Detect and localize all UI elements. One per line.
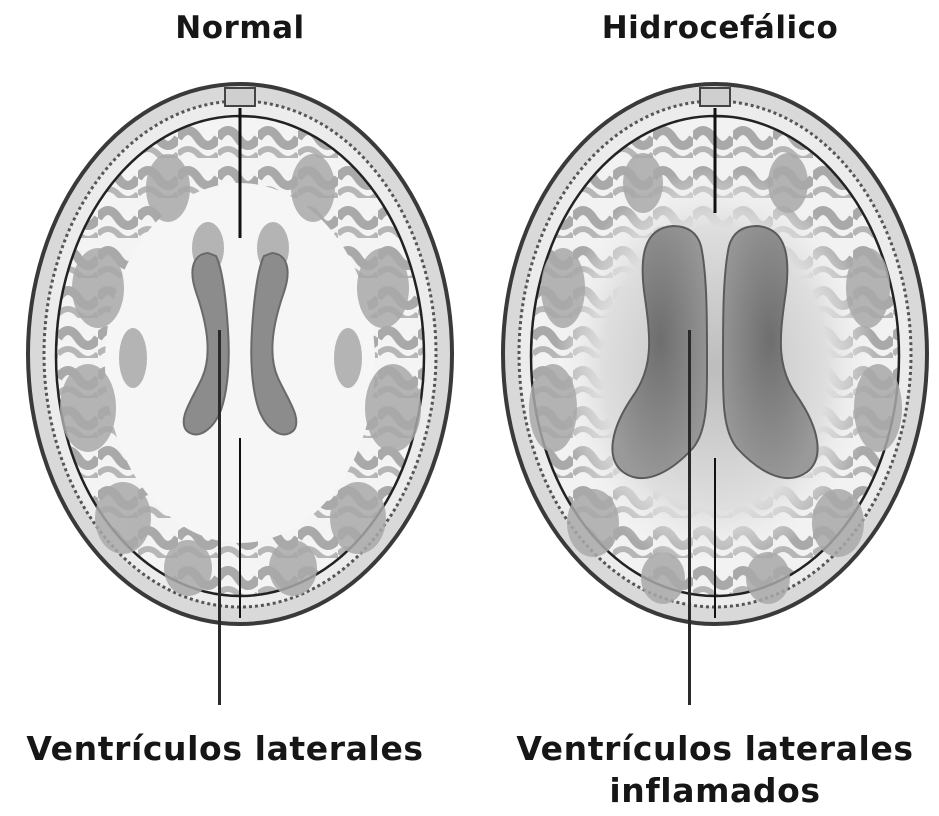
superior-sagittal-sinus	[700, 88, 730, 106]
superior-sagittal-sinus	[225, 88, 255, 106]
normal-title: Normal	[150, 10, 330, 46]
hydrocephalic-title: Hidrocefálico	[560, 10, 880, 46]
hydro-ventricle-label-line1: Ventrículos laterales	[500, 728, 930, 770]
normal-ventricle-label: Ventrículos laterales	[20, 728, 430, 770]
hydro-ventricle-leader-line	[688, 330, 691, 705]
hydro-ventricle-label-line2: inflamados	[500, 770, 930, 812]
normal-brain-illustration	[18, 78, 463, 638]
normal-ventricle-leader-line	[218, 330, 221, 705]
hydrocephalic-brain-illustration	[493, 78, 938, 638]
